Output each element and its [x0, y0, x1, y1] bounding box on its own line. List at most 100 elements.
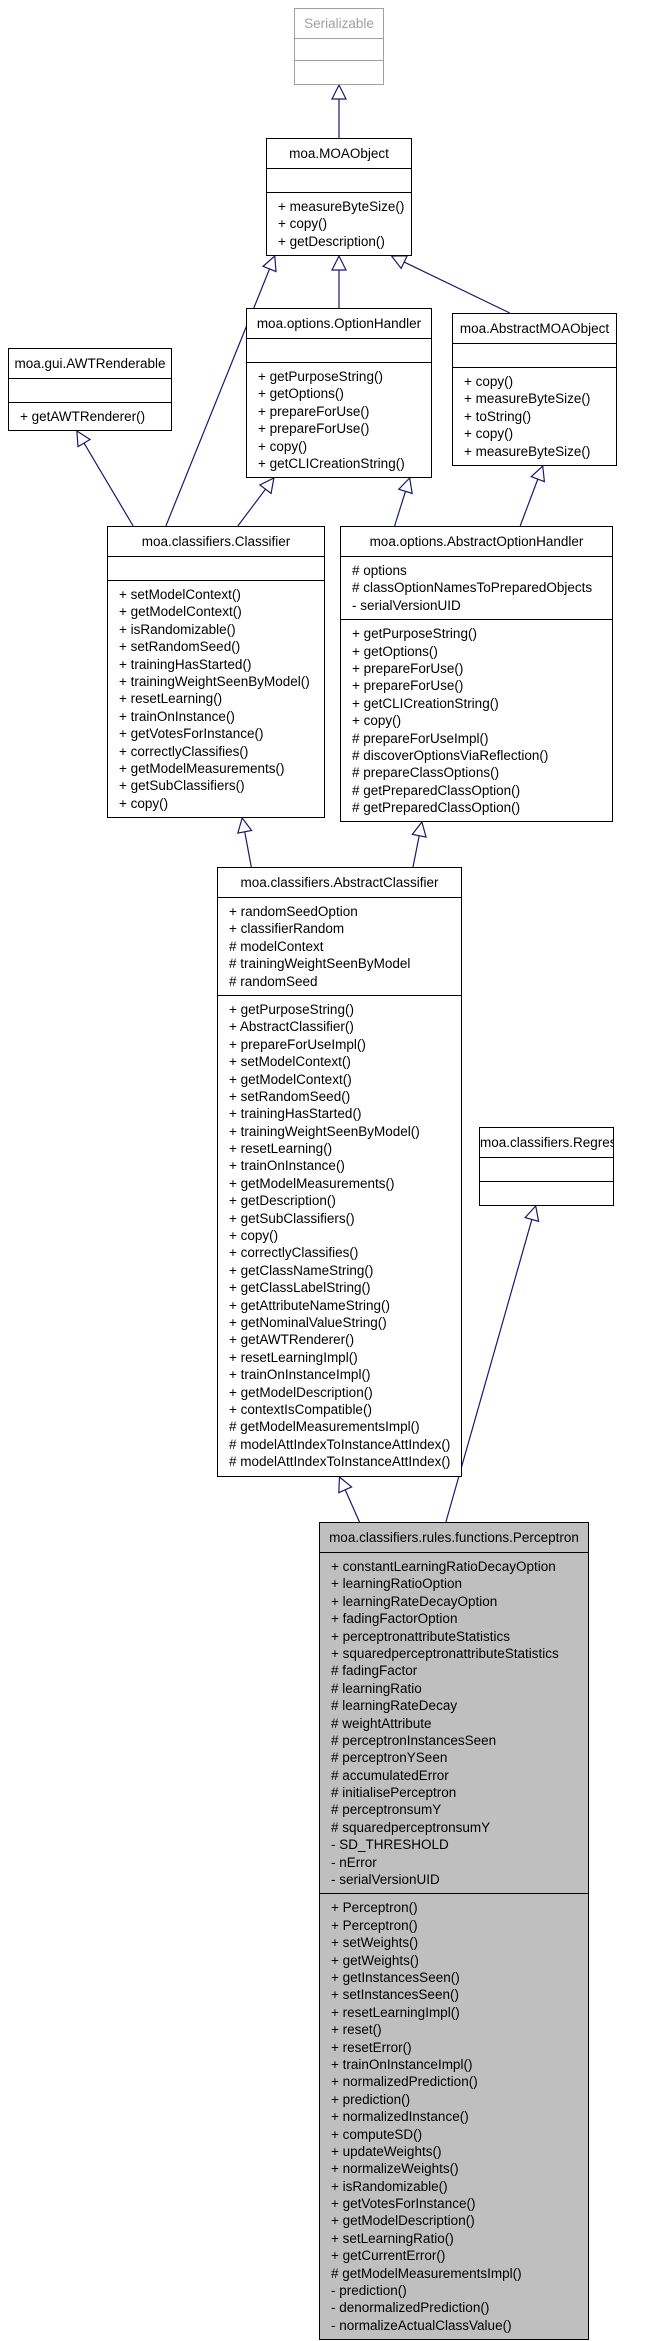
attribute-item: # randomSeed: [229, 973, 318, 989]
operation-item: + setModelContext(): [229, 1054, 351, 1070]
class-box-abstractmoaobject[interactable]: moa.AbstractMOAObject+ copy()+ measureBy…: [452, 313, 617, 466]
attribute-item: - nError: [331, 1854, 377, 1870]
operation-item: # modelAttIndexToInstanceAttIndex(): [229, 1436, 451, 1452]
attribute-item: # perceptronInstancesSeen: [331, 1732, 497, 1748]
operation-item: + resetError(): [331, 2039, 412, 2055]
class-box-regressor[interactable]: moa.classifiers.Regressor: [479, 1127, 614, 1206]
class-box-optionhandler[interactable]: moa.options.OptionHandler+ getPurposeStr…: [246, 308, 432, 479]
attribute-item: # options: [352, 563, 407, 578]
edge-perceptron-to-abstractclassifier: [338, 1475, 361, 1523]
attribute-item: # learningRateDecay: [331, 1698, 458, 1714]
generalization-arrowhead: [331, 83, 347, 100]
attributes-section: # options# classOptionNamesToPreparedObj…: [341, 556, 612, 619]
operation-item: + correctlyClassifies(): [229, 1245, 359, 1261]
attribute-item: # squaredperceptronsumY: [331, 1819, 491, 1835]
operation-item: + trainingWeightSeenByModel(): [119, 673, 310, 689]
operation-item: # getModelMeasurementsImpl(): [229, 1419, 420, 1435]
class-box-perceptron[interactable]: moa.classifiers.rules.functions.Perceptr…: [319, 1522, 589, 2341]
operations-section: + measureByteSize()+ copy()+ getDescript…: [267, 192, 411, 255]
class-box-serializable[interactable]: Serializable: [294, 8, 384, 85]
attributes-section: [480, 1157, 613, 1181]
class-name: moa.MOAObject: [289, 146, 389, 161]
edge-classifier-to-awtrenderable: [76, 429, 134, 527]
edge-abstractoptionhandler-to-optionhandler: [394, 476, 413, 527]
attributes-section: + randomSeedOption+ classifierRandom# mo…: [218, 897, 461, 995]
edge-line: [403, 261, 511, 314]
operation-item: # prepareForUseImpl(): [352, 730, 489, 746]
attributes-section: [9, 378, 171, 402]
attributes-section: [453, 343, 616, 367]
operation-item: + copy(): [464, 426, 514, 442]
operation-item: + getCurrentError(): [331, 2248, 446, 2264]
operation-item: + AbstractClassifier(): [229, 1019, 354, 1035]
operation-item: + copy(): [229, 1228, 279, 1244]
operation-item: + getModelContext(): [119, 604, 242, 620]
operation-item: + correctlyClassifies(): [119, 743, 249, 759]
generalization-arrowhead: [397, 476, 413, 495]
operation-item: + copy(): [464, 374, 514, 389]
operation-item: # modelAttIndexToInstanceAttIndex(): [229, 1454, 451, 1470]
edge-line: [244, 831, 252, 868]
edge-moaobject-to-serializable: [331, 83, 347, 138]
operations-section: + Perceptron()+ Perceptron() + setWeights…: [320, 1893, 588, 2339]
attribute-item: + fadingFactorOption: [331, 1611, 458, 1627]
attribute-item: + learningRateDecayOption: [331, 1593, 498, 1609]
attribute-item: - serialVersionUID: [352, 597, 461, 613]
class-box-classifier[interactable]: moa.classifiers.Classifier + setModelCont…: [107, 526, 325, 819]
edge-line: [394, 491, 407, 527]
generalization-arrowhead: [524, 1204, 540, 1223]
operation-item: + getOptions(): [258, 386, 344, 402]
class-name: moa.classifiers.Classifier: [141, 534, 291, 549]
operation-item: + trainingWeightSeenByModel(): [229, 1123, 420, 1139]
operation-item: + getCLICreationString(): [352, 695, 499, 711]
attributes-section: [267, 168, 411, 192]
operation-item: # getPreparedClassOption(): [352, 782, 521, 798]
edge-optionhandler-to-moaobject: [331, 254, 347, 308]
operation-item: + getVotesForInstance(): [119, 726, 264, 742]
class-box-abstractoptionhandler[interactable]: moa.options.AbstractOptionHandler# optio…: [340, 526, 613, 823]
operation-item: + setModelContext(): [119, 587, 241, 602]
operation-item: + computeSD(): [331, 2126, 423, 2142]
operation-item: + setWeights(): [331, 1935, 419, 1951]
operations-section: + getPurposeString() + AbstractClassifier…: [218, 994, 461, 1476]
operation-item: + trainingHasStarted(): [119, 656, 252, 672]
operations-section: + getPurposeString()+ getOptions()+ prep…: [341, 619, 612, 821]
class-box-awtrenderable[interactable]: moa.gui.AWTRenderable+ getAWTRenderer(): [8, 348, 172, 432]
operation-item: + getPurposeString(): [229, 1001, 354, 1017]
operation-item: + isRandomizable(): [331, 2178, 448, 2194]
attribute-item: # accumulatedError: [331, 1767, 449, 1783]
operation-item: + copy(): [352, 713, 402, 729]
operation-item: + setRandomSeed(): [119, 639, 241, 655]
operation-item: + isRandomizable(): [119, 621, 236, 637]
class-name: moa.classifiers.AbstractClassifier: [240, 875, 439, 890]
operation-item: + Perceptron(): [331, 1917, 418, 1933]
operation-item: + normalizedInstance(): [331, 2109, 469, 2125]
class-box-abstractclassifier[interactable]: moa.classifiers.AbstractClassifier + rand…: [217, 867, 462, 1477]
generalization-arrowhead: [261, 254, 277, 273]
attributes-section: + constantLearningRatioDecayOption+ lear…: [320, 1552, 588, 1893]
attribute-item: + classifierRandom: [229, 921, 345, 937]
operation-item: + getSubClassifiers(): [229, 1210, 355, 1226]
edge-abstractoptionhandler-to-abstractmoaobject: [519, 464, 546, 527]
operation-item: + measureByteSize(): [278, 199, 405, 214]
operation-item: + copy(): [258, 438, 308, 454]
edge-line: [519, 478, 539, 527]
edge-line: [344, 1489, 361, 1523]
operation-item: + setRandomSeed(): [229, 1088, 351, 1104]
operations-section: [480, 1181, 613, 1205]
operation-item: # getPreparedClassOption(): [352, 800, 521, 816]
operation-item: + normalizeWeights(): [331, 2161, 459, 2177]
operation-item: + getNominalValueString(): [229, 1314, 387, 1330]
operation-item: + Perceptron(): [331, 1900, 418, 1916]
operation-item: + getInstancesSeen(): [331, 1969, 460, 1985]
operation-item: + copy(): [119, 795, 169, 811]
edge-abstractclassifier-to-classifier: [237, 816, 253, 868]
operation-item: + getPurposeString(): [352, 626, 477, 642]
operation-item: + resetLearningImpl(): [229, 1349, 358, 1365]
operation-item: + resetLearningImpl(): [331, 2004, 460, 2020]
attribute-item: # perceptronsumY: [331, 1802, 442, 1818]
operation-item: + getModelDescription(): [229, 1384, 373, 1400]
operation-item: + getSubClassifiers(): [119, 778, 245, 794]
class-box-moaobject[interactable]: moa.MOAObject + measureByteSize()+ copy()…: [266, 138, 412, 257]
generalization-arrowhead: [76, 429, 92, 448]
